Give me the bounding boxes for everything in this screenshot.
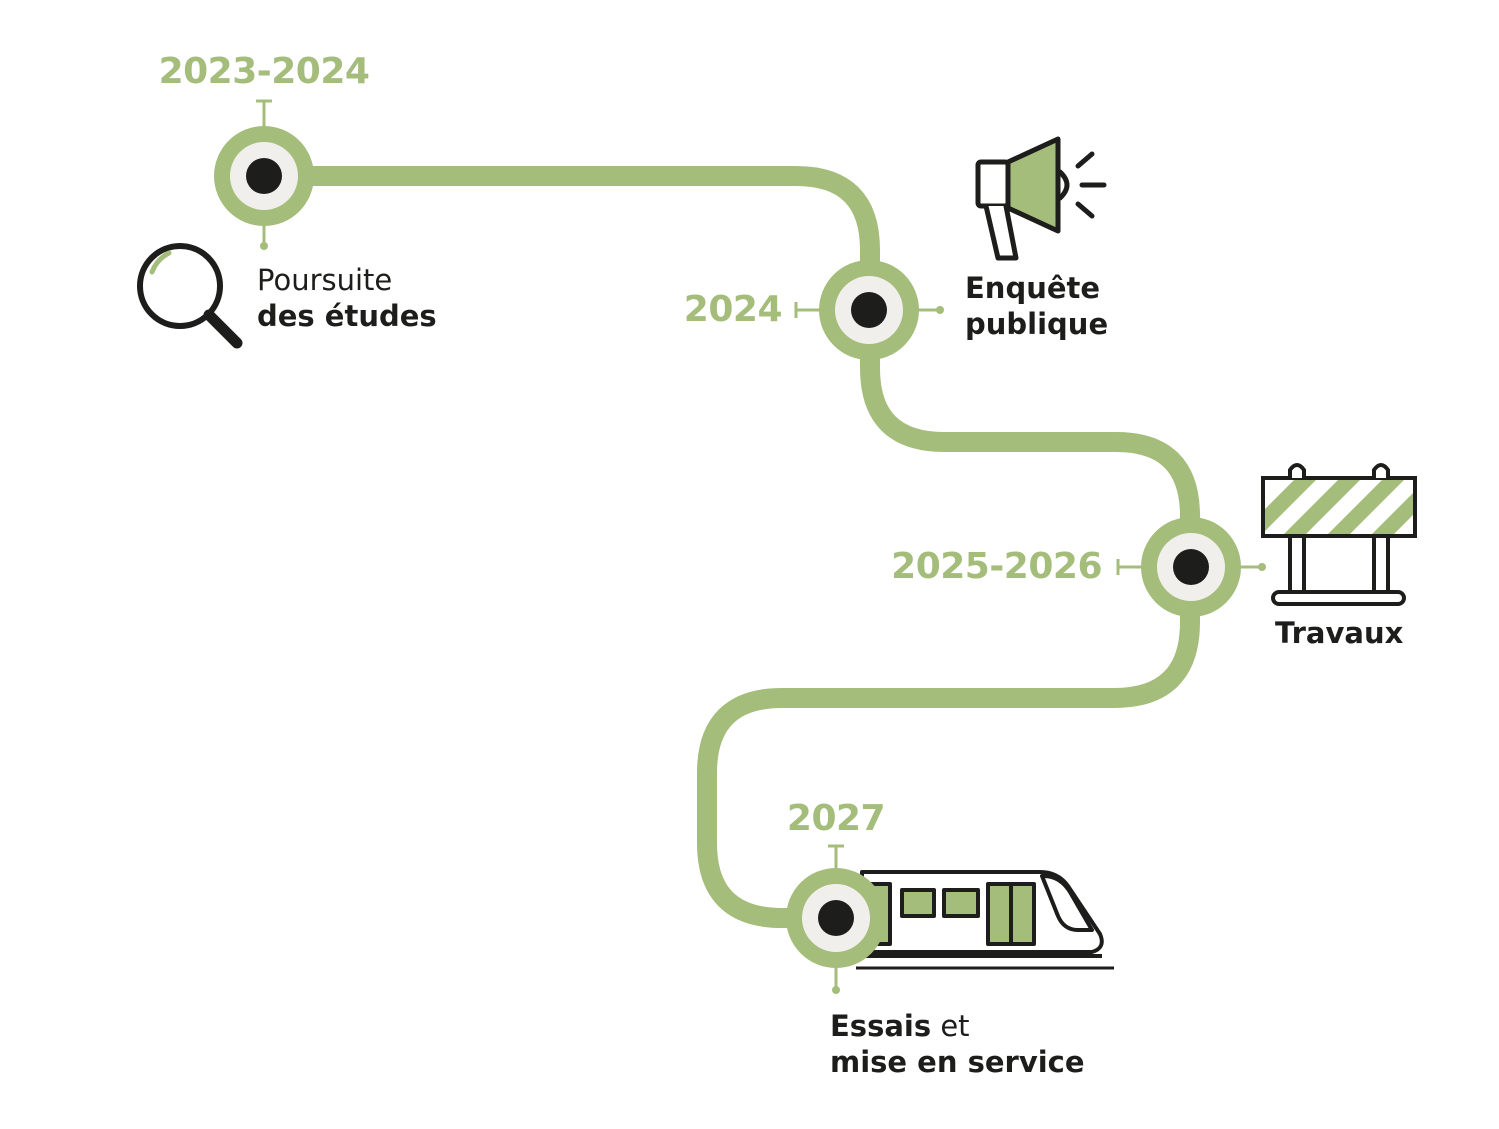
milestone-label-1-line2: des études bbox=[257, 299, 437, 333]
megaphone-icon bbox=[975, 136, 1107, 261]
node-ticks-4 bbox=[828, 844, 844, 994]
road-barrier-icon bbox=[1261, 463, 1417, 606]
year-label-1: 2023-2024 bbox=[158, 51, 370, 92]
timeline-node-2 bbox=[819, 260, 919, 360]
milestone-label-4-line2: mise en service bbox=[830, 1045, 1085, 1079]
year-label-3: 2025-2026 bbox=[891, 546, 1102, 587]
node-ticks-1 bbox=[256, 99, 272, 250]
node-ticks-2 bbox=[794, 302, 944, 318]
milestone-label-1: Poursuite des études bbox=[257, 262, 437, 334]
milestone-label-2-line2: publique bbox=[965, 307, 1109, 341]
train-icon bbox=[856, 870, 1114, 970]
milestone-label-4: Essais et mise en service bbox=[830, 1008, 1085, 1080]
milestone-label-3-line1: Travaux bbox=[1275, 616, 1404, 650]
milestone-label-1-line1: Poursuite bbox=[257, 263, 393, 297]
milestone-label-4-line1-bold: Essais bbox=[830, 1009, 932, 1043]
milestone-label-4-line1-regular: et bbox=[931, 1009, 970, 1043]
milestone-label-2-line1: Enquête bbox=[965, 271, 1101, 305]
milestone-label-2: Enquête publique bbox=[965, 270, 1108, 342]
timeline-node-3 bbox=[1141, 517, 1241, 617]
magnifier-icon bbox=[137, 243, 243, 349]
year-label-2: 2024 bbox=[683, 289, 783, 330]
milestone-label-3: Travaux bbox=[1275, 615, 1403, 651]
year-label-4: 2027 bbox=[786, 798, 886, 839]
timeline-node-1 bbox=[214, 126, 314, 226]
timeline-node-4 bbox=[786, 868, 886, 968]
node-ticks-3 bbox=[1116, 559, 1266, 575]
